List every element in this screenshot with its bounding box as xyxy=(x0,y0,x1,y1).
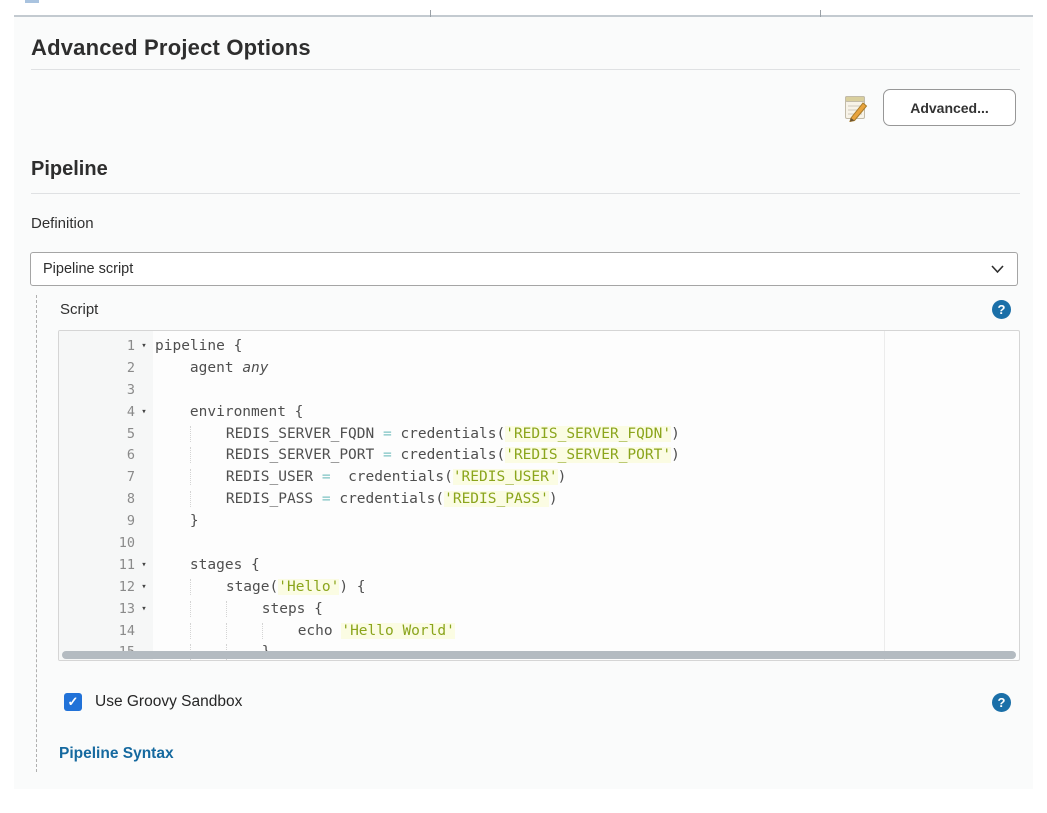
code-line[interactable]: 4 ▾ environment { xyxy=(59,402,1019,424)
code-text: REDIS_PASS = credentials('REDIS_PASS') xyxy=(153,489,558,511)
fold-arrow-icon[interactable] xyxy=(135,621,153,643)
tab-divider xyxy=(430,10,431,17)
divider xyxy=(31,193,1020,194)
fold-arrow-icon[interactable]: ▾ xyxy=(141,341,147,351)
fold-arrow-icon[interactable] xyxy=(135,511,153,533)
code-text: REDIS_SERVER_PORT = credentials('REDIS_S… xyxy=(153,445,680,467)
line-number: 5 xyxy=(126,425,135,442)
code-line[interactable]: 12 ▾ stage('Hello') { xyxy=(59,577,1019,599)
code-line[interactable]: 2 agent any xyxy=(59,358,1019,380)
editor-gutter xyxy=(59,331,153,660)
advanced-button[interactable]: Advanced... xyxy=(883,89,1016,126)
line-number: 11 xyxy=(118,556,135,573)
advanced-row: Advanced... xyxy=(842,89,1016,126)
fold-arrow-icon[interactable] xyxy=(135,358,153,380)
script-label: Script xyxy=(60,301,99,318)
code-text xyxy=(153,380,155,402)
code-line[interactable]: 14 echo 'Hello World' xyxy=(59,621,1019,643)
code-line[interactable]: 9 } xyxy=(59,511,1019,533)
editor-print-margin xyxy=(884,331,885,660)
code-text: environment { xyxy=(189,403,304,420)
line-number: 10 xyxy=(118,535,135,552)
fold-arrow-icon[interactable] xyxy=(135,467,153,489)
code-text: } xyxy=(189,513,199,530)
pipeline-syntax-link[interactable]: Pipeline Syntax xyxy=(59,745,174,762)
code-text: echo 'Hello World' xyxy=(153,621,455,643)
line-number: 9 xyxy=(126,513,135,530)
fold-arrow-icon[interactable] xyxy=(135,445,153,467)
code-text: pipeline { xyxy=(155,338,243,354)
code-line[interactable]: 10 xyxy=(59,533,1019,555)
code-lines: 1 ▾ pipeline { 2 agent any 3 4 ▾ environ… xyxy=(59,336,1019,660)
line-number: 7 xyxy=(126,469,135,486)
fold-arrow-icon[interactable] xyxy=(135,424,153,446)
code-line[interactable]: 7 REDIS_USER = credentials('REDIS_USER') xyxy=(59,467,1019,489)
line-number: 1 xyxy=(126,338,135,354)
sandbox-row: ✓ Use Groovy Sandbox xyxy=(64,693,242,711)
code-line[interactable]: 11 ▾ stages { xyxy=(59,555,1019,577)
code-text: stage('Hello') { xyxy=(153,577,366,599)
definition-label: Definition xyxy=(31,215,94,232)
scroll-remnant-indicator xyxy=(25,0,39,3)
script-help-icon[interactable]: ? xyxy=(992,300,1011,319)
definition-select-value: Pipeline script xyxy=(43,261,134,277)
chevron-down-icon xyxy=(990,264,1005,274)
code-text: REDIS_SERVER_FQDN = credentials('REDIS_S… xyxy=(153,424,680,446)
code-text: REDIS_USER = credentials('REDIS_USER') xyxy=(153,467,566,489)
tab-divider xyxy=(820,10,821,17)
code-line[interactable]: 3 xyxy=(59,380,1019,402)
notepad-pencil-icon xyxy=(842,93,869,122)
code-text xyxy=(153,533,155,555)
fold-arrow-icon[interactable]: ▾ xyxy=(141,581,147,592)
config-panel: Advanced Project Options Advanced... Pip… xyxy=(14,17,1033,789)
sandbox-help-icon[interactable]: ? xyxy=(992,693,1011,712)
use-groovy-sandbox-checkbox[interactable]: ✓ xyxy=(64,693,82,711)
line-number: 8 xyxy=(126,491,135,508)
tabbar-bottom-edge xyxy=(14,15,1033,17)
line-number: 12 xyxy=(118,578,135,595)
line-number: 2 xyxy=(126,359,135,376)
fold-arrow-icon[interactable]: ▾ xyxy=(141,559,147,570)
fold-arrow-icon[interactable]: ▾ xyxy=(141,406,147,417)
divider xyxy=(31,69,1020,70)
sandbox-label: Use Groovy Sandbox xyxy=(95,693,243,710)
code-text: stages { xyxy=(189,556,260,573)
fold-arrow-icon[interactable] xyxy=(135,489,153,511)
fold-arrow-icon[interactable] xyxy=(135,380,153,402)
code-line[interactable]: 13 ▾ steps { xyxy=(59,599,1019,621)
fold-arrow-icon[interactable]: ▾ xyxy=(141,603,147,614)
pipeline-script-editor[interactable]: 1 ▾ pipeline { 2 agent any 3 4 ▾ environ… xyxy=(58,330,1020,661)
line-number: 6 xyxy=(126,447,135,464)
line-number: 3 xyxy=(126,381,135,398)
line-number: 4 xyxy=(126,403,135,420)
page-title: Advanced Project Options xyxy=(31,35,311,60)
code-line[interactable]: 8 REDIS_PASS = credentials('REDIS_PASS') xyxy=(59,489,1019,511)
code-text: agent any xyxy=(189,359,269,376)
nested-section-guide xyxy=(36,295,37,772)
code-text: steps { xyxy=(153,599,323,621)
definition-select[interactable]: Pipeline script xyxy=(30,252,1018,286)
code-line[interactable]: 6 REDIS_SERVER_PORT = credentials('REDIS… xyxy=(59,445,1019,467)
pipeline-heading: Pipeline xyxy=(31,158,108,180)
code-line[interactable]: 5 REDIS_SERVER_FQDN = credentials('REDIS… xyxy=(59,424,1019,446)
editor-horizontal-scrollbar[interactable] xyxy=(62,651,1016,659)
code-line[interactable]: 1 ▾ pipeline { xyxy=(59,336,1019,358)
fold-arrow-icon[interactable] xyxy=(135,533,153,555)
line-number: 13 xyxy=(118,600,135,617)
line-number: 14 xyxy=(118,622,135,639)
